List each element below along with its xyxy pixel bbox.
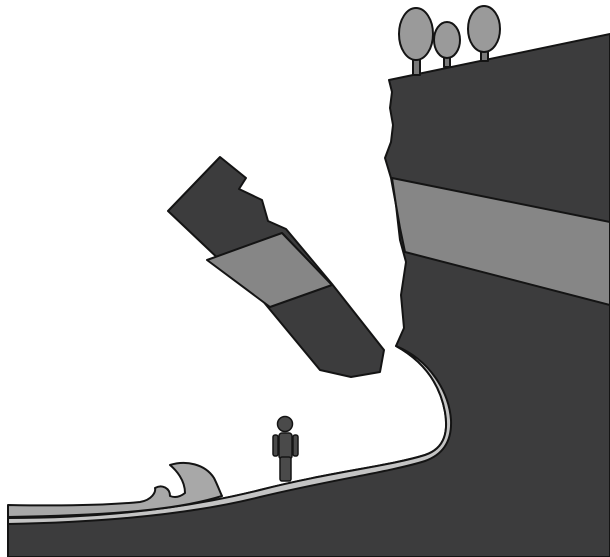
person-torso: [279, 433, 292, 459]
tree-left-canopy: [399, 8, 433, 60]
person-right-arm: [293, 435, 298, 456]
tree-right-canopy: [468, 6, 500, 52]
person-head: [278, 417, 293, 432]
person-left-arm: [273, 435, 278, 456]
tree-middle: [434, 22, 460, 67]
person-figure: [273, 417, 298, 482]
tree-left: [399, 8, 433, 75]
tree-right: [468, 6, 500, 61]
person-legs: [280, 457, 291, 481]
falling-rock-block: [168, 157, 384, 377]
tree-middle-canopy: [434, 22, 460, 58]
